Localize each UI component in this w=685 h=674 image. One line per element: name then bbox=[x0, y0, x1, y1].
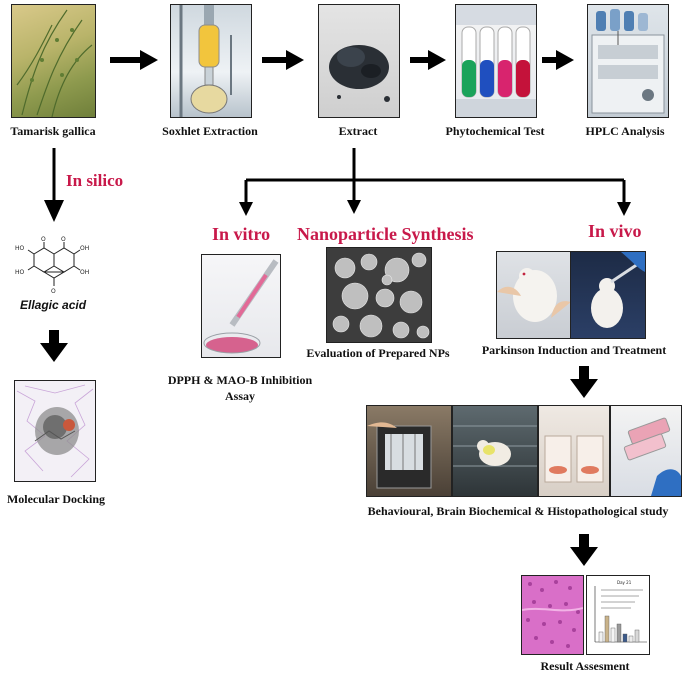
top-arrow-3 bbox=[410, 50, 446, 70]
invivo-arrow-2 bbox=[570, 534, 598, 566]
tamarisk-label: Tamarisk gallica bbox=[10, 124, 96, 138]
rat-handling-photo bbox=[496, 251, 572, 339]
top-arrow-2 bbox=[262, 50, 304, 70]
top-arrow-1 bbox=[110, 50, 158, 70]
soxhlet-label: Soxhlet Extraction bbox=[162, 124, 258, 138]
extract-label: Extract bbox=[338, 124, 378, 138]
study-label: Behavioural, Brain Biochemical & Histopa… bbox=[367, 504, 669, 518]
atom-label: O bbox=[61, 236, 66, 243]
invivo-label: Parkinson Induction and Treatment bbox=[481, 343, 667, 357]
test-tubes-photo bbox=[455, 4, 537, 118]
rotarod-apparatus-photo bbox=[366, 405, 452, 497]
invitro-label-1: DPPH & MAO-B Inhibition bbox=[167, 373, 313, 387]
atom-label: O bbox=[51, 288, 56, 294]
insilico-title: In silico bbox=[66, 171, 124, 190]
branch-connector bbox=[239, 148, 631, 216]
atom-label: O bbox=[41, 236, 46, 243]
ellagic-acid-structure: O O O OH OH HO HO bbox=[15, 236, 89, 294]
soxhlet-apparatus-photo bbox=[170, 4, 252, 118]
phytochemical-label: Phytochemical Test bbox=[445, 124, 545, 138]
hplc-label: HPLC Analysis bbox=[585, 124, 665, 138]
tamarisk-plant-photo bbox=[11, 4, 96, 118]
invivo-title: In vivo bbox=[588, 221, 642, 241]
atom-label: OH bbox=[80, 269, 89, 276]
nanoparticle-title: Nanoparticle Synthesis bbox=[297, 224, 474, 244]
insilico-arrow bbox=[44, 148, 64, 222]
invitro-label-2: Assay bbox=[224, 389, 255, 403]
atom-label: OH bbox=[80, 245, 89, 252]
docking-arrow bbox=[40, 330, 68, 362]
molecular-docking-image bbox=[14, 380, 96, 482]
atom-label: HO bbox=[15, 245, 25, 252]
rat-behaviour-photo bbox=[452, 405, 538, 497]
sem-nanoparticle-image bbox=[326, 247, 432, 343]
extract-powder-photo bbox=[318, 4, 400, 118]
histology-slides-photo bbox=[610, 405, 682, 497]
result-chart-title: Day 21 bbox=[617, 580, 632, 585]
ellagic-acid-label: Ellagic acid bbox=[20, 298, 87, 312]
hplc-instrument-photo bbox=[587, 4, 669, 118]
result-bar-chart: Day 21 bbox=[586, 575, 650, 655]
atom-label: HO bbox=[15, 269, 25, 276]
invitro-title: In vitro bbox=[212, 224, 271, 244]
rat-injection-photo bbox=[570, 251, 646, 339]
docking-label: Molecular Docking bbox=[6, 492, 106, 506]
invivo-arrow-1 bbox=[570, 366, 598, 398]
histopathology-image bbox=[521, 575, 584, 655]
nanoparticle-label: Evaluation of Prepared NPs bbox=[306, 346, 450, 360]
pipette-assay-photo bbox=[201, 254, 281, 358]
result-label: Result Assesment bbox=[540, 659, 630, 673]
beaker-samples-photo bbox=[538, 405, 610, 497]
top-arrow-4 bbox=[542, 50, 574, 70]
